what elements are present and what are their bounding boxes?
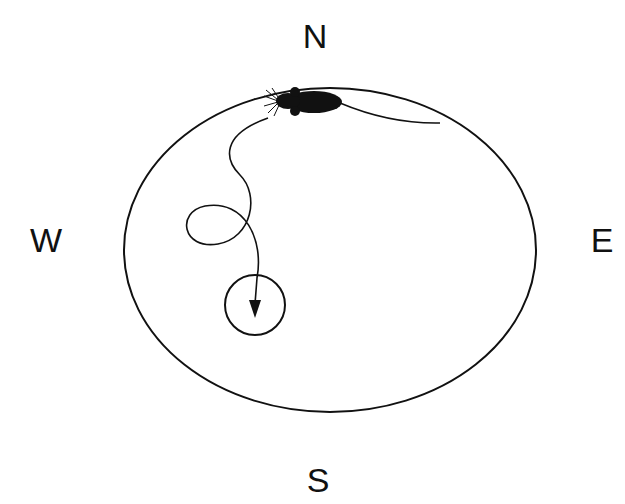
compass-label: E: [591, 223, 614, 257]
swim-path: [187, 118, 268, 304]
compass-label: N: [303, 19, 328, 53]
path-arrowhead: [249, 300, 261, 318]
compass-label: S: [307, 463, 330, 497]
mouse-figure: [264, 87, 440, 123]
platform-circle: [225, 275, 285, 335]
pool-outline: [124, 88, 536, 412]
compass-label: W: [30, 223, 62, 257]
